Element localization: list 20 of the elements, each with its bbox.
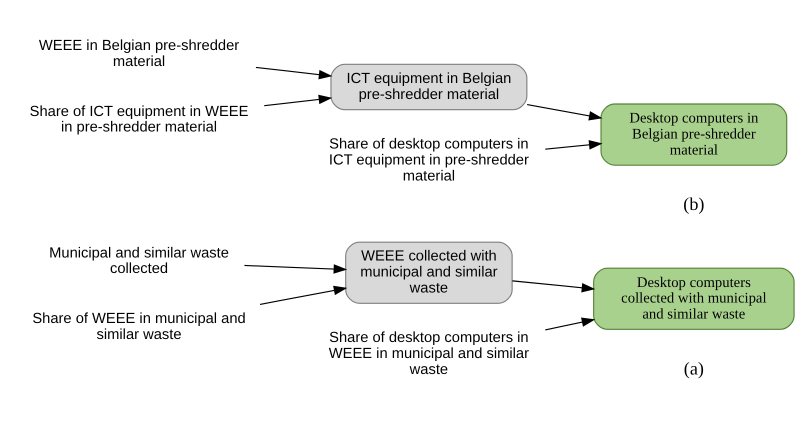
arrow xyxy=(259,285,347,304)
label: (b) xyxy=(682,194,704,214)
label: (a) xyxy=(683,358,704,378)
arrow xyxy=(526,104,602,120)
node-text: Share of desktop computers in WEEE in municipal and similar waste xyxy=(328,330,529,378)
arrow xyxy=(512,280,595,292)
arrow xyxy=(264,94,332,106)
node-box: Desktop computers in Belgian pre-shredder material xyxy=(600,102,787,166)
node-text: Municipal and similar waste collected xyxy=(48,244,228,277)
arrow xyxy=(544,140,602,150)
node-text: Share of ICT equipment in WEEE in pre-shredder material xyxy=(29,103,248,136)
arrow xyxy=(544,316,595,330)
node-text: Share of desktop computers in ICT equipment in pre-shredder material xyxy=(328,136,528,184)
node-text: Share of WEEE in municipal and similar waste xyxy=(32,310,246,342)
node-text: WEEE in Belgian pre-shredder material xyxy=(38,38,239,70)
arrow xyxy=(255,66,332,79)
node-box: Desktop computers collected with municipal and similar waste xyxy=(592,267,794,330)
node-box: WEEE collected with municipal and similar waste xyxy=(344,241,512,304)
node-box: ICT equipment in Belgian pre-shredder material xyxy=(330,63,527,110)
arrow xyxy=(244,264,347,274)
